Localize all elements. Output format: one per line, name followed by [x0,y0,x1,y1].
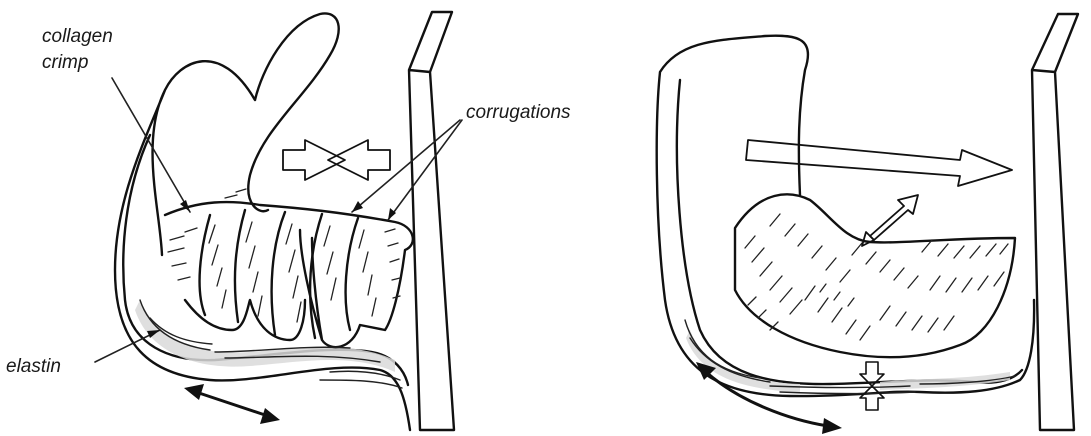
label-corrugations: corrugations [466,102,571,123]
stretched-collagen-sheet [735,194,1015,357]
corrugations-pointer-a [352,120,460,212]
left-leaflet-outline [115,13,410,430]
right-leaflet-outline [657,36,1034,396]
thickness-arrow [862,195,918,246]
label-elastin: elastin [6,356,61,377]
left-wall [409,12,454,430]
relaxed-leaflet-panel: collagen crimp corrugations elastin [6,12,571,430]
stretched-leaflet-panel [657,14,1078,434]
radial-stretch-arrow [746,140,1012,186]
corrugations-pointer-b [388,120,462,220]
collagen-crimp-hatching [168,189,400,322]
collagen-crimp-pointer [112,78,190,212]
corrugated-sheet [165,202,413,347]
stretched-collagen-hatching [745,214,1008,340]
compression-arrows [283,140,390,180]
label-collagen: collagen [42,26,113,47]
right-wall [1032,14,1078,430]
label-crimp: crimp [42,52,88,73]
corrugation-ridges [200,210,358,338]
left-extension-arrow [184,384,280,424]
